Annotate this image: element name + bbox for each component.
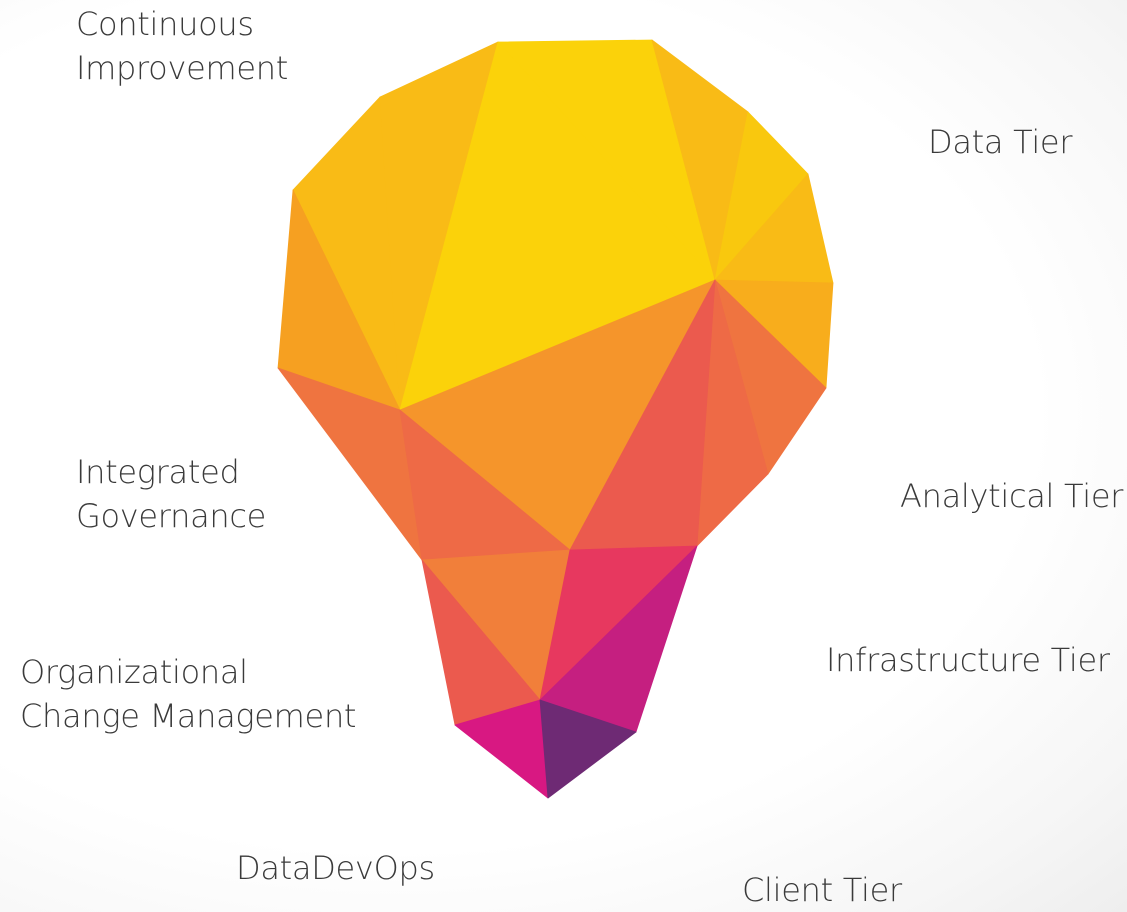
label-continuous-improvement: Continuous Improvement: [76, 2, 288, 90]
label-datadevops: DataDevOps: [236, 849, 435, 887]
label-client-tier: Client Tier: [742, 871, 902, 909]
label-analytical-tier: Analytical Tier: [900, 477, 1124, 515]
label-integrated-governance-line2: Governance: [76, 497, 267, 535]
label-continuous-improvement-line2: Improvement: [76, 49, 288, 87]
label-continuous-improvement-line1: Continuous: [76, 5, 254, 43]
bulb-facet-21: [539, 699, 637, 799]
label-infrastructure-tier: Infrastructure Tier: [826, 641, 1110, 679]
label-ocm-line2: Change Management: [20, 697, 357, 735]
label-integrated-governance-line1: Integrated: [76, 453, 240, 491]
label-integrated-governance: Integrated Governance: [76, 450, 266, 538]
label-organizational-change-management: Organizational Change Management: [20, 650, 356, 738]
label-data-tier: Data Tier: [928, 123, 1073, 161]
lightbulb-facets: [277, 39, 834, 799]
label-ocm-line1: Organizational: [20, 653, 248, 691]
